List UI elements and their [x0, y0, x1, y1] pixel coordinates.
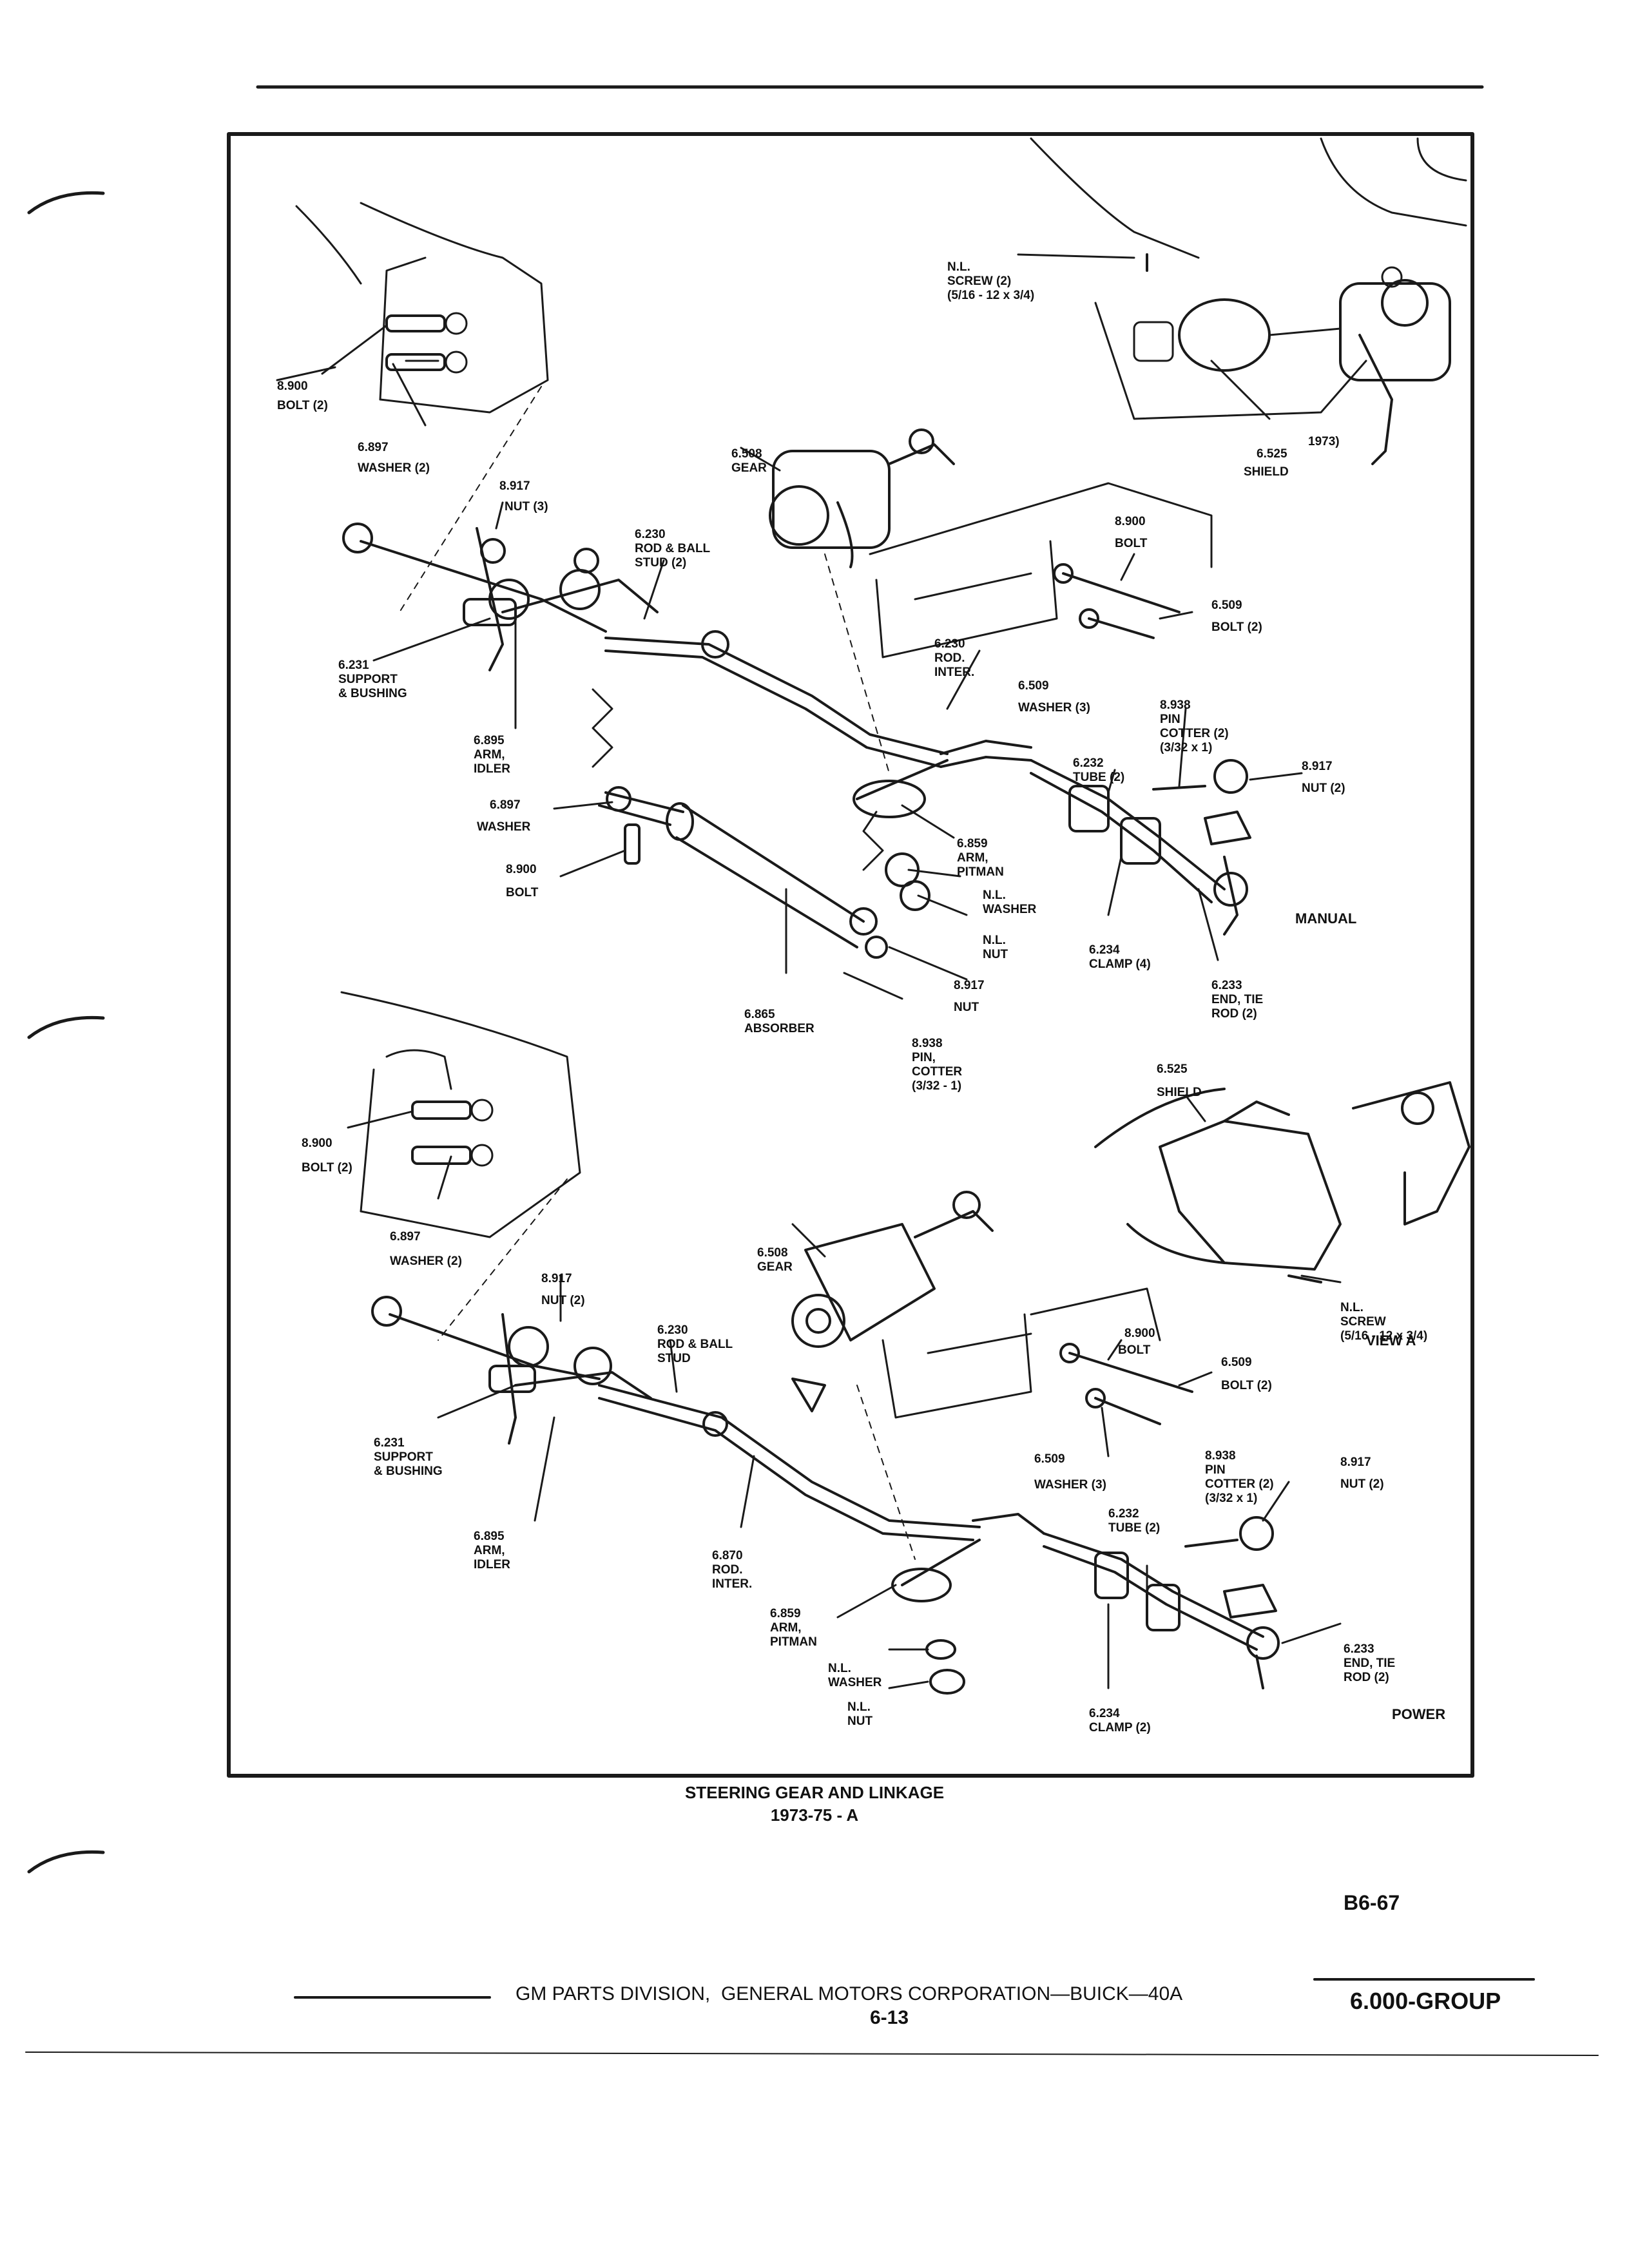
figure-frame — [227, 132, 1474, 1778]
manual-frame-bracket — [276, 202, 549, 414]
binder-mark — [27, 1015, 105, 1039]
manual-steering-gear — [769, 428, 955, 568]
label-nl-nut-power: N.L.NUT — [847, 1700, 873, 1728]
manual-dashed-lines — [399, 386, 890, 774]
manual-gear-view-a — [1030, 137, 1467, 465]
manual-nut-pin — [1152, 759, 1251, 845]
power-view-a-shield — [1094, 1081, 1470, 1283]
footer-page-number: 6-13 — [870, 2007, 909, 2028]
label-nl-washer-power: N.L.WASHER — [828, 1662, 882, 1689]
power-center-link — [598, 1384, 1045, 1541]
manual-idler-assembly — [342, 523, 659, 671]
power-nut-pin — [1184, 1516, 1277, 1619]
power-frame-rail — [882, 1287, 1161, 1419]
binder-mark — [27, 1850, 105, 1874]
label-nl-washer-manual: N.L.WASHER — [983, 889, 1037, 916]
footer-division: GM PARTS DIVISION, GENERAL MOTORS CORPOR… — [516, 1983, 1183, 2004]
break-line — [592, 688, 613, 768]
binder-mark — [27, 191, 105, 215]
manual-center-link — [604, 630, 1032, 768]
page-bottom-edge — [25, 2052, 1599, 2056]
leader-lines — [321, 253, 1342, 1689]
power-dashed-lines — [438, 1178, 916, 1560]
section-label-power: POWER — [1392, 1706, 1446, 1722]
figure-caption-title: STEERING GEAR AND LINKAGE — [684, 1783, 945, 1802]
footer-group: 6.000-GROUP — [1350, 1988, 1501, 2014]
label-1973: 1973) — [1308, 435, 1340, 448]
label-nl-screw-power: N.L.SCREW(5/16 - 12 x 3/4) — [1340, 1301, 1428, 1343]
power-steering-gear — [791, 1191, 994, 1412]
manual-frame-rail — [869, 482, 1213, 658]
section-label-manual: MANUAL — [1295, 910, 1357, 927]
manual-shock-absorber — [598, 786, 930, 959]
power-frame-bolts — [1059, 1343, 1193, 1425]
figure-caption-years: 1973-75 - A — [770, 1805, 859, 1825]
label-nl-screw-manual: N.L.SCREW (2)(5/16 - 12 x 3/4) — [947, 260, 1035, 302]
break-line — [862, 811, 884, 871]
manual-pitman-tie-rod — [853, 759, 1248, 936]
section-label-view-a: VIEW A — [1366, 1332, 1416, 1349]
power-frame-bracket — [340, 991, 581, 1238]
power-idler-assembly — [371, 1296, 652, 1445]
manual-frame-bolts — [1053, 563, 1181, 639]
page-reference: B6-67 — [1344, 1891, 1400, 1914]
power-pitman-tie-rod — [891, 1532, 1280, 1695]
label-nl-nut-manual: N.L.NUT — [983, 934, 1008, 961]
